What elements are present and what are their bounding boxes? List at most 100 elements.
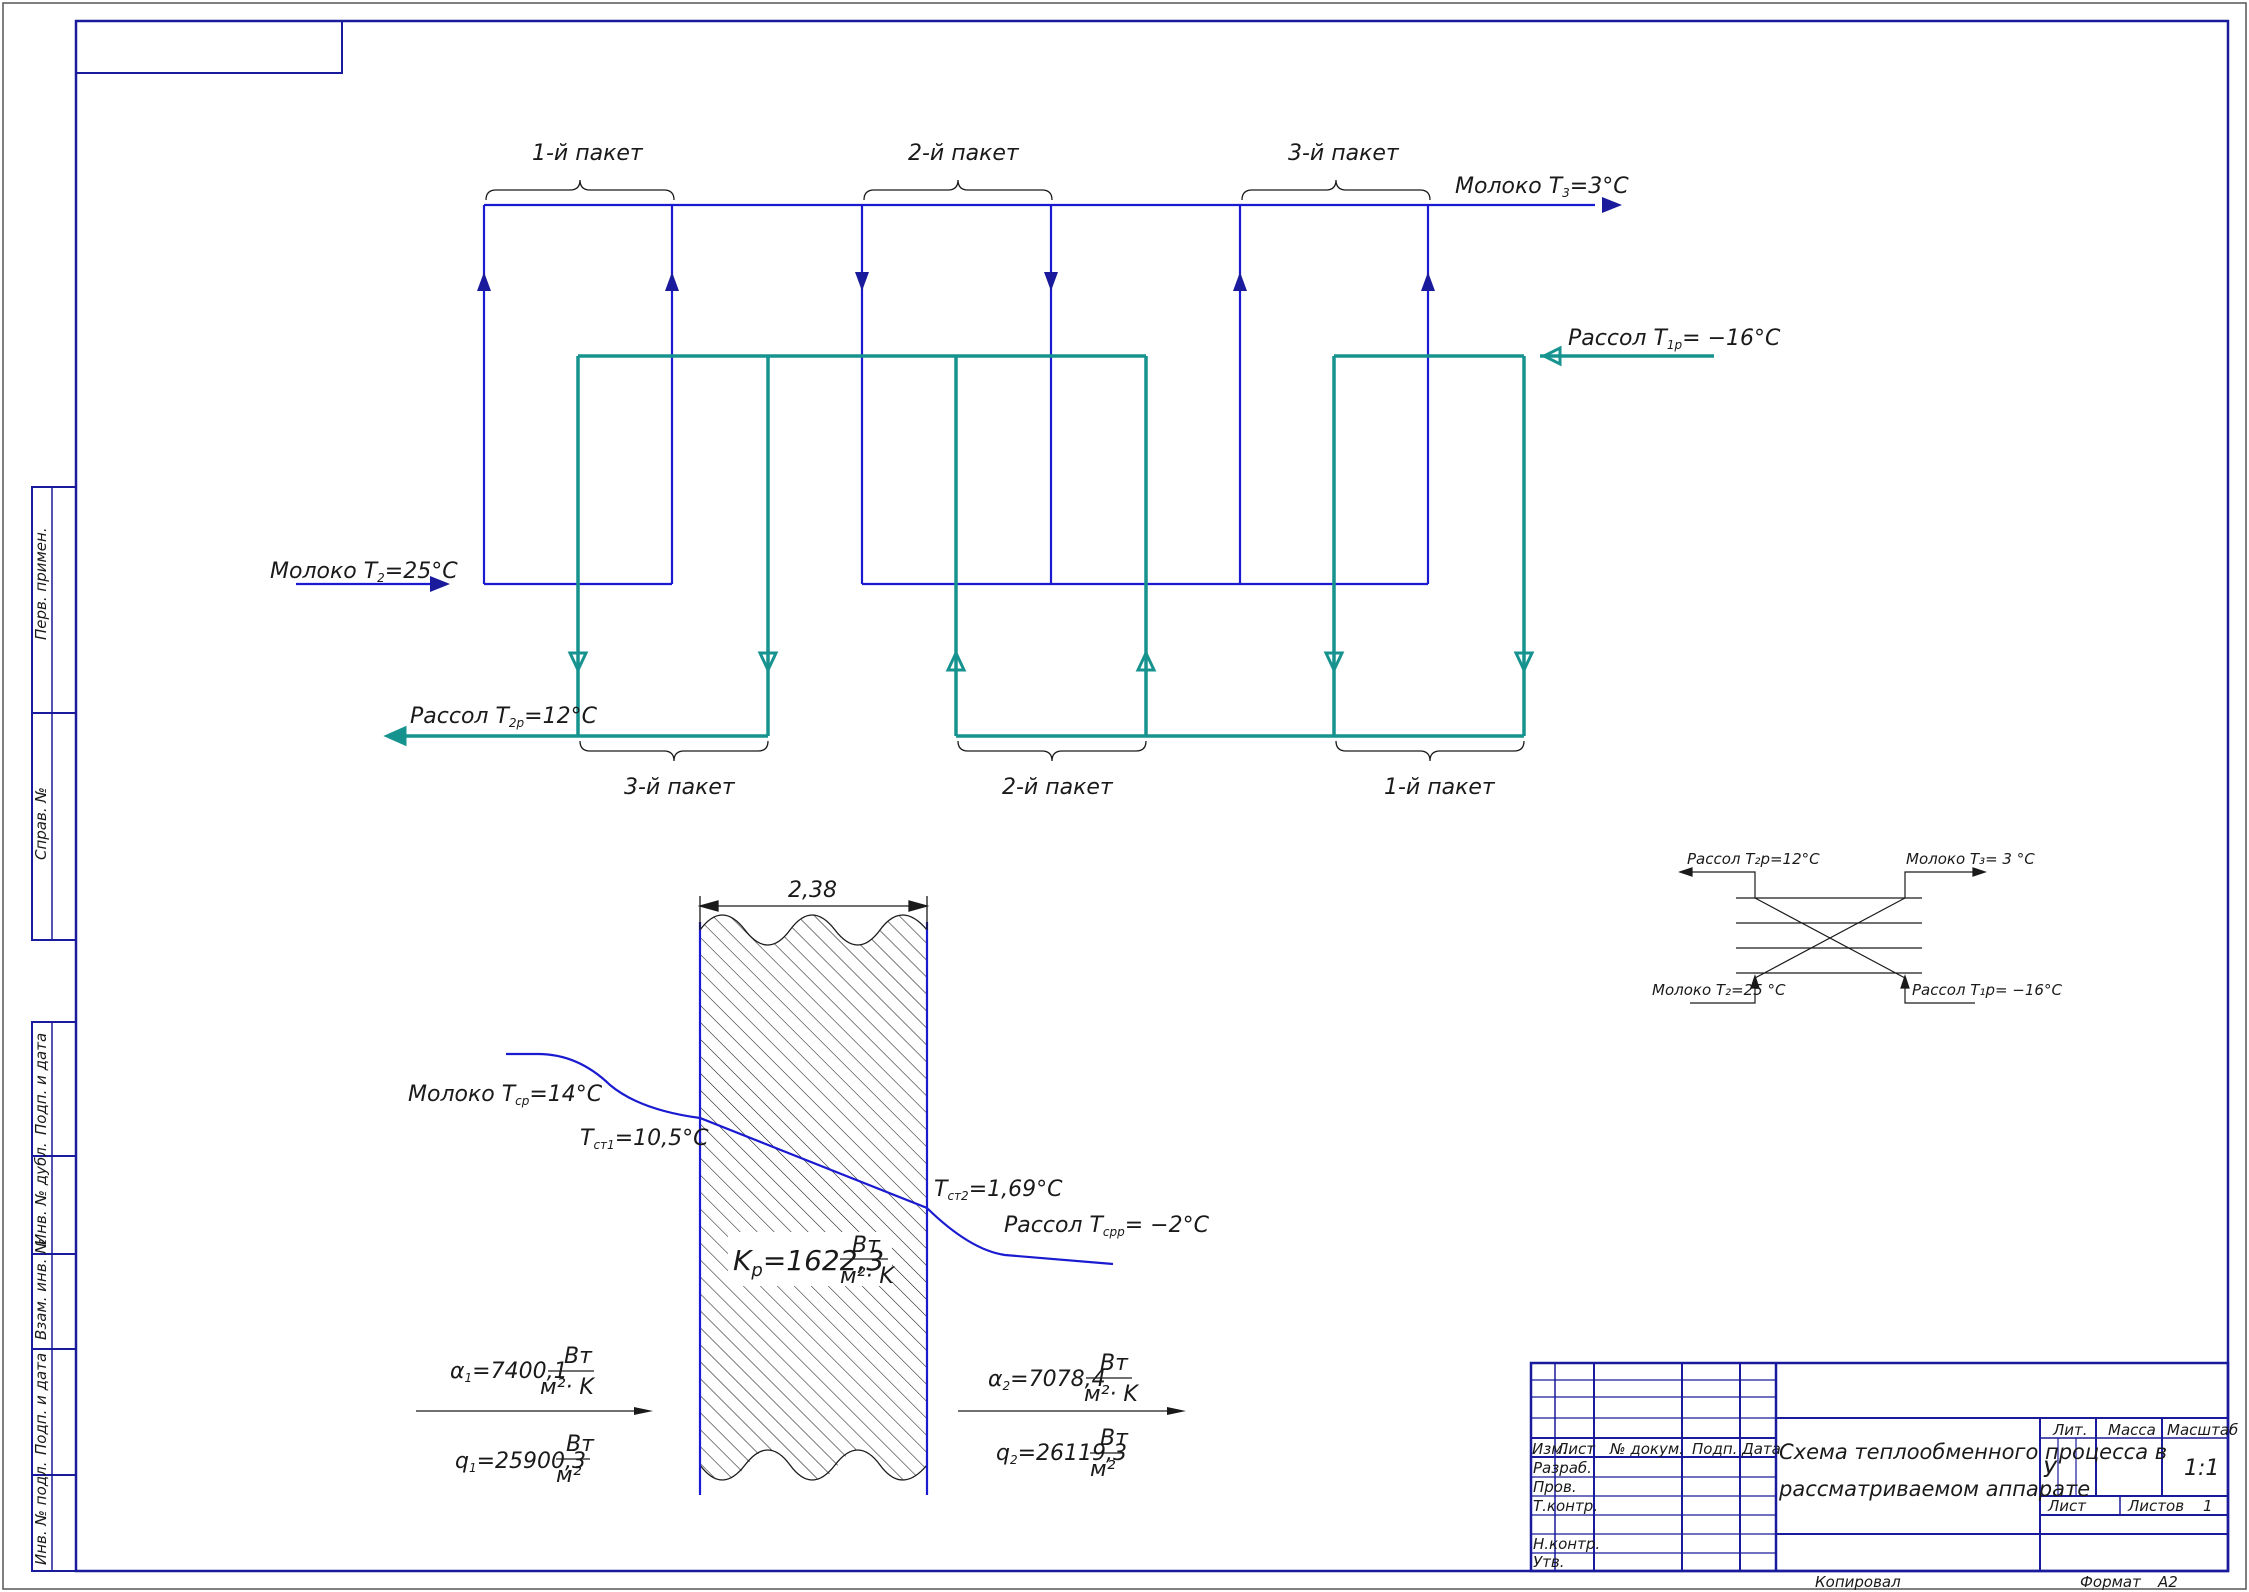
sheet-label: Лист [2047,1497,2087,1515]
row-utv: Утв. [1533,1553,1565,1571]
brine-flow-arrows [383,345,1562,747]
arrow-down-icon [567,651,589,674]
row-nkontr: Н.контр. [1533,1535,1600,1553]
brine-avg-temp-label: Рассол Tсрр= −2°C [1004,1213,1210,1239]
q2-unit-numerator: Вт [1100,1426,1129,1451]
arrow-left-icon [383,725,407,747]
drawing-title-line1: Схема теплообменного процесса в [1779,1440,2167,1464]
wall-thickness-value: 2,38 [788,878,837,903]
drawing-title-line2: рассматриваемом аппарате [1778,1477,2090,1501]
arrow-down-icon [855,272,869,291]
arrow-right-icon [634,1407,653,1415]
top-scheme-labels: 1-й пакет 2-й пакет 3-й пакет 3-й пакет … [270,141,1781,800]
counterflow-bottom-right: Рассол T₁р= −16°C [1912,981,2062,999]
q2-unit-denominator: м² [1090,1457,1116,1482]
stamp-vzam-inv: Взам. инв. № [32,1238,50,1340]
arrow-right-icon [1167,1407,1186,1415]
copied-label: Копировал [1815,1573,1901,1591]
dimension-arrow-icon [908,900,930,912]
arrow-right-icon [1972,867,1987,877]
milk-packet-3-label: 3-й пакет [1288,141,1400,166]
brine-packet-1-label: 1-й пакет [1384,775,1496,800]
brine-outlet-label: Рассол T2р=12°C [410,704,598,730]
milk-inlet-label: Молоко T2=25°C [270,559,458,585]
stamp-inv-podl: Инв. № подл. [32,1462,50,1565]
packet-braces [485,179,1525,762]
col-header-izm: Изм. [1532,1440,1567,1458]
milk-packet-2-label: 2-й пакет [908,141,1020,166]
side-stamps: Перв. примен. Справ. № Подп. и дата Инв.… [32,527,50,1565]
row-prov: Пров. [1533,1478,1577,1496]
row-tkontr: Т.контр. [1533,1497,1598,1515]
q1-unit-numerator: Вт [566,1432,595,1457]
arrow-down-icon [1323,651,1345,674]
arrow-down-icon [1044,272,1058,291]
arrow-up-icon [1421,272,1435,291]
counterflow-top-right: Молоко T₃= 3 °C [1906,850,2035,868]
stamp-podp-data-2: Подп. и дата [32,1353,50,1455]
milk-flow-arrows [430,197,1622,592]
arrow-up-icon [1750,974,1760,989]
arrow-up-icon [477,272,491,291]
col-header-doc: № докум. [1609,1440,1684,1458]
lit-value: У [2043,1458,2058,1483]
format-value: A2 [2157,1573,2178,1591]
milk-packet-1-label: 1-й пакет [532,141,644,166]
q1-unit-denominator: м² [556,1463,582,1488]
dimension-arrow-icon [697,900,719,912]
stamp-perv-primen: Перв. примен. [32,527,50,640]
heat-transfer-coefficient: Kр=1622,3 [733,1244,884,1281]
arrow-right-icon [1602,197,1622,213]
col-header-data: Дата [1741,1440,1781,1458]
brine-flow-lines [405,354,1714,738]
format-label: Формат [2080,1573,2142,1591]
scale-label: Масштаб [2167,1421,2238,1439]
milk-flow-lines [296,203,1595,586]
arrow-up-icon [665,272,679,291]
row-razrab: Разраб. [1533,1459,1592,1477]
stamp-podp-data-1: Подп. и дата [32,1033,50,1135]
milk-outlet-label: Молоко T3=3°C [1455,174,1629,200]
wall-diagram-labels: Молоко Tср=14°C Tст1=10,5°C Tст2=1,69°C … [408,1082,1210,1488]
alpha1-unit-denominator: м²· K [540,1375,595,1400]
k-unit-denominator: м²· K [840,1264,895,1289]
brine-packet-2-label: 2-й пакет [1002,775,1114,800]
arrow-up-icon [945,649,967,672]
counterflow-bottom-left: Молоко T₂=25 °C [1652,981,1786,999]
arrow-right-icon [430,576,450,592]
arrow-down-icon [1513,651,1535,674]
wall-temp-1-label: Tст1=10,5°C [580,1126,709,1152]
stamp-sprav-no: Справ. № [32,787,50,860]
stamp-inv-dubl: Инв. № дубл. [32,1142,50,1245]
arrow-left-icon [1678,867,1693,877]
arrow-left-icon [1540,345,1562,367]
milk-avg-temp-label: Молоко Tср=14°C [408,1082,603,1108]
arrow-up-icon [1135,649,1157,672]
counterflow-top-left: Рассол T₂р=12°C [1687,850,1820,868]
temperature-profile-curve [506,1052,1114,1266]
counterflow-labels: Рассол T₂р=12°C Молоко T₃= 3 °C Молоко T… [1652,850,2062,999]
sheets-label: Листов [2127,1497,2184,1515]
sheets-value: 1 [2203,1497,2213,1515]
counterflow-scheme [1678,867,1987,1004]
wall-section [698,914,929,1495]
wall-thickness-dimension [697,896,930,930]
scale-value: 1:1 [2184,1456,2219,1481]
alpha2-unit-denominator: м²· K [1084,1382,1139,1407]
alpha2-label: α2=7078,4 [988,1367,1106,1393]
arrow-up-icon [1900,974,1910,989]
col-header-podp: Подп. [1692,1440,1737,1458]
lit-label: Лит. [2052,1421,2088,1439]
title-block [1529,1361,2230,1573]
k-unit-numerator: Вт [852,1233,881,1258]
title-block-text: Изм. Лист № докум. Подп. Дата Разраб. Пр… [1532,1421,2238,1591]
mass-label: Масса [2108,1421,2156,1439]
arrow-down-icon [757,651,779,674]
brine-packet-3-label: 3-й пакет [624,775,736,800]
col-header-list: Лист [1556,1440,1596,1458]
arrow-up-icon [1233,272,1247,291]
alpha2-unit-numerator: Вт [1100,1351,1129,1376]
brine-inlet-label: Рассол T1р= −16°C [1568,326,1781,352]
